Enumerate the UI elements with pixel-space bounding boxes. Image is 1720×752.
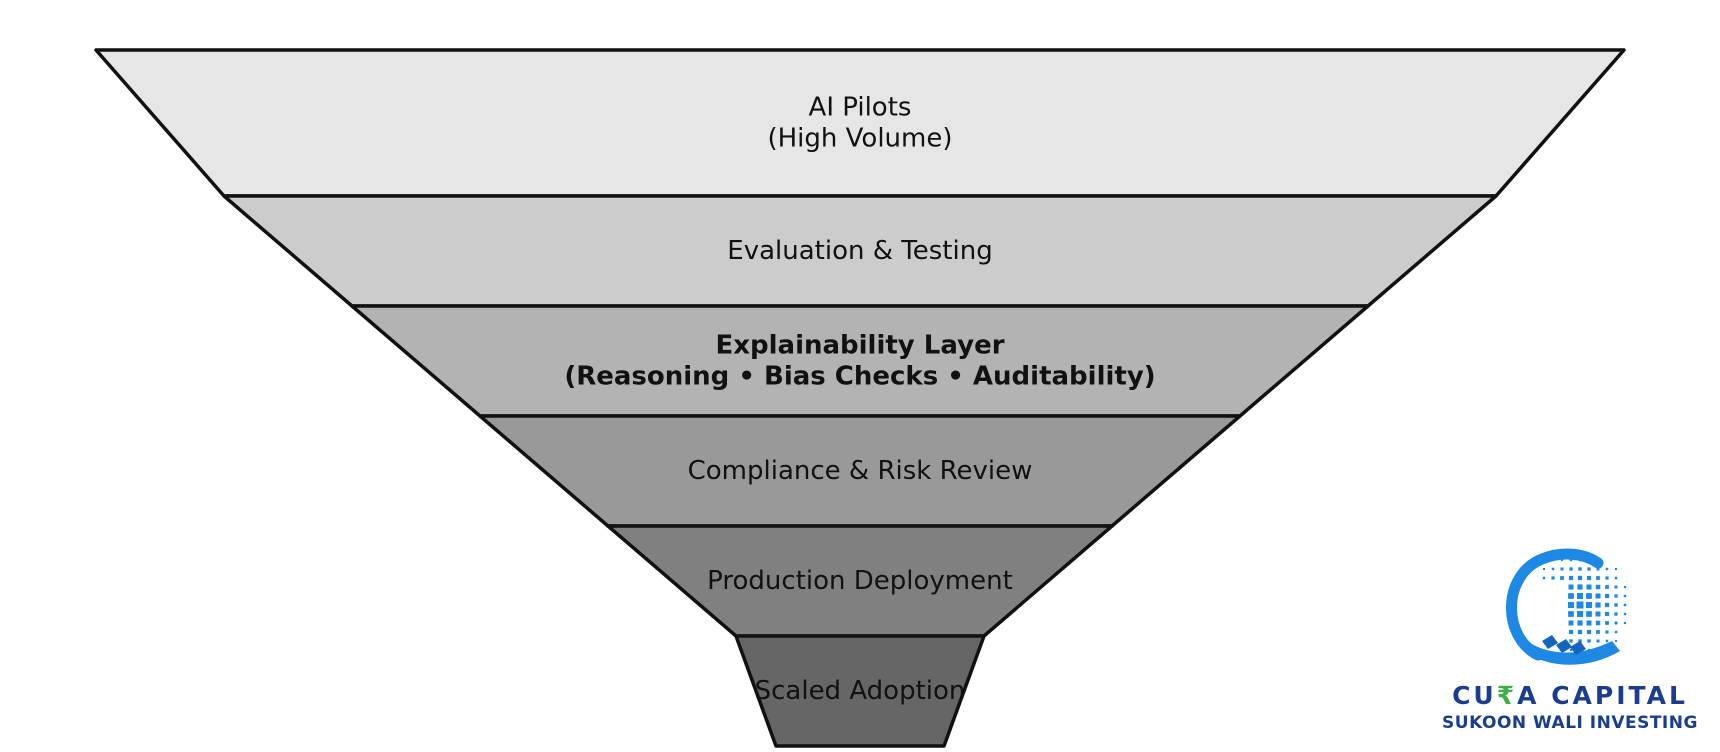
globe-dot [1568, 620, 1574, 626]
globe-dot [1542, 576, 1546, 580]
globe-dot [1568, 584, 1574, 590]
globe-dot [1560, 567, 1564, 571]
globe-dot [1568, 611, 1574, 617]
globe-dot [1569, 648, 1573, 652]
globe-dot [1623, 621, 1627, 625]
globe-dot [1605, 585, 1609, 589]
globe-dot [1586, 575, 1592, 581]
funnel-stage-6-label: Scaled Adoption [755, 676, 966, 706]
globe-dot [1578, 567, 1582, 571]
globe-dot [1614, 594, 1618, 598]
globe-dot [1586, 629, 1592, 635]
globe-dot [1604, 611, 1610, 617]
globe-dot [1605, 639, 1609, 643]
funnel-stage-2-label: Evaluation & Testing [727, 236, 992, 266]
globe-dot [1560, 576, 1564, 580]
globe-dot [1605, 567, 1609, 571]
globe-dot [1596, 630, 1600, 634]
globe-dot [1551, 567, 1555, 571]
globe-dot [1576, 601, 1584, 609]
globe-dot [1604, 593, 1610, 599]
funnel-stage-3-label: (Reasoning • Bias Checks • Auditability) [564, 362, 1155, 392]
globe-dot [1568, 575, 1574, 581]
globe-dot [1595, 620, 1601, 626]
globe-dot [1587, 567, 1591, 571]
globe-dot [1596, 567, 1600, 571]
globe-dot [1543, 568, 1545, 570]
globe-dot [1586, 611, 1592, 617]
globe-dot [1614, 585, 1618, 589]
globe-dot [1614, 603, 1618, 607]
globe-dot [1623, 603, 1627, 607]
funnel-stage-4-label: Compliance & Risk Review [688, 456, 1033, 486]
globe-dot [1614, 612, 1618, 616]
globe-dot [1605, 621, 1609, 625]
globe-dot [1605, 576, 1609, 580]
globe-dot [1585, 601, 1593, 609]
rupee-symbol: ₹ [1496, 681, 1518, 710]
globe-handshake-icon [1506, 548, 1627, 665]
globe-dot [1577, 575, 1583, 581]
cura-capital-logo: CU₹A CAPITAL SUKOON WALI INVESTING [1430, 545, 1710, 745]
handshake-icon [1526, 641, 1620, 665]
globe-dot [1569, 558, 1573, 562]
globe-dot [1595, 584, 1601, 590]
globe-dot [1623, 612, 1627, 616]
globe-dot [1568, 593, 1574, 599]
funnel-stage-1-label: (High Volume) [767, 124, 952, 154]
globe-dot [1596, 639, 1600, 643]
globe-dot [1605, 630, 1609, 634]
globe-dot [1615, 640, 1617, 642]
globe-dot [1623, 594, 1627, 598]
globe-dot [1577, 629, 1583, 635]
funnel-stage-5-label: Production Deployment [707, 566, 1013, 596]
globe-dot [1595, 611, 1601, 617]
globe-dot [1587, 639, 1591, 643]
funnel-stage-6 [734, 634, 986, 748]
globe-dot [1596, 576, 1600, 580]
globe-dot [1614, 576, 1618, 580]
globe-dot [1567, 601, 1575, 609]
logo-tagline: SUKOON WALI INVESTING [1442, 713, 1698, 733]
globe-dot [1586, 584, 1592, 590]
globe-dot [1577, 584, 1583, 590]
globe-dot [1577, 620, 1583, 626]
globe-dot [1568, 629, 1574, 635]
globe-dot [1576, 610, 1584, 618]
funnel-stage-3-label: Explainability Layer [715, 331, 1004, 361]
globe-dot [1614, 630, 1618, 634]
globe-ring-icon [1506, 548, 1604, 661]
funnel-stage-1-label: AI Pilots [809, 93, 912, 123]
globe-dot [1586, 593, 1592, 599]
globe-dot [1560, 558, 1564, 562]
globe-dot [1551, 576, 1555, 580]
globe-dot [1595, 602, 1601, 608]
globe-dot [1576, 592, 1584, 600]
globe-dot [1623, 585, 1627, 589]
globe-dot [1595, 593, 1601, 599]
globe-dot [1614, 621, 1618, 625]
globe-dot [1569, 567, 1573, 571]
globe-dot [1604, 602, 1610, 608]
globe-dot [1569, 639, 1573, 643]
globe-dot [1615, 568, 1617, 570]
logo-brand-name: CU₹A CAPITAL [1452, 681, 1688, 710]
globe-dot [1586, 620, 1592, 626]
